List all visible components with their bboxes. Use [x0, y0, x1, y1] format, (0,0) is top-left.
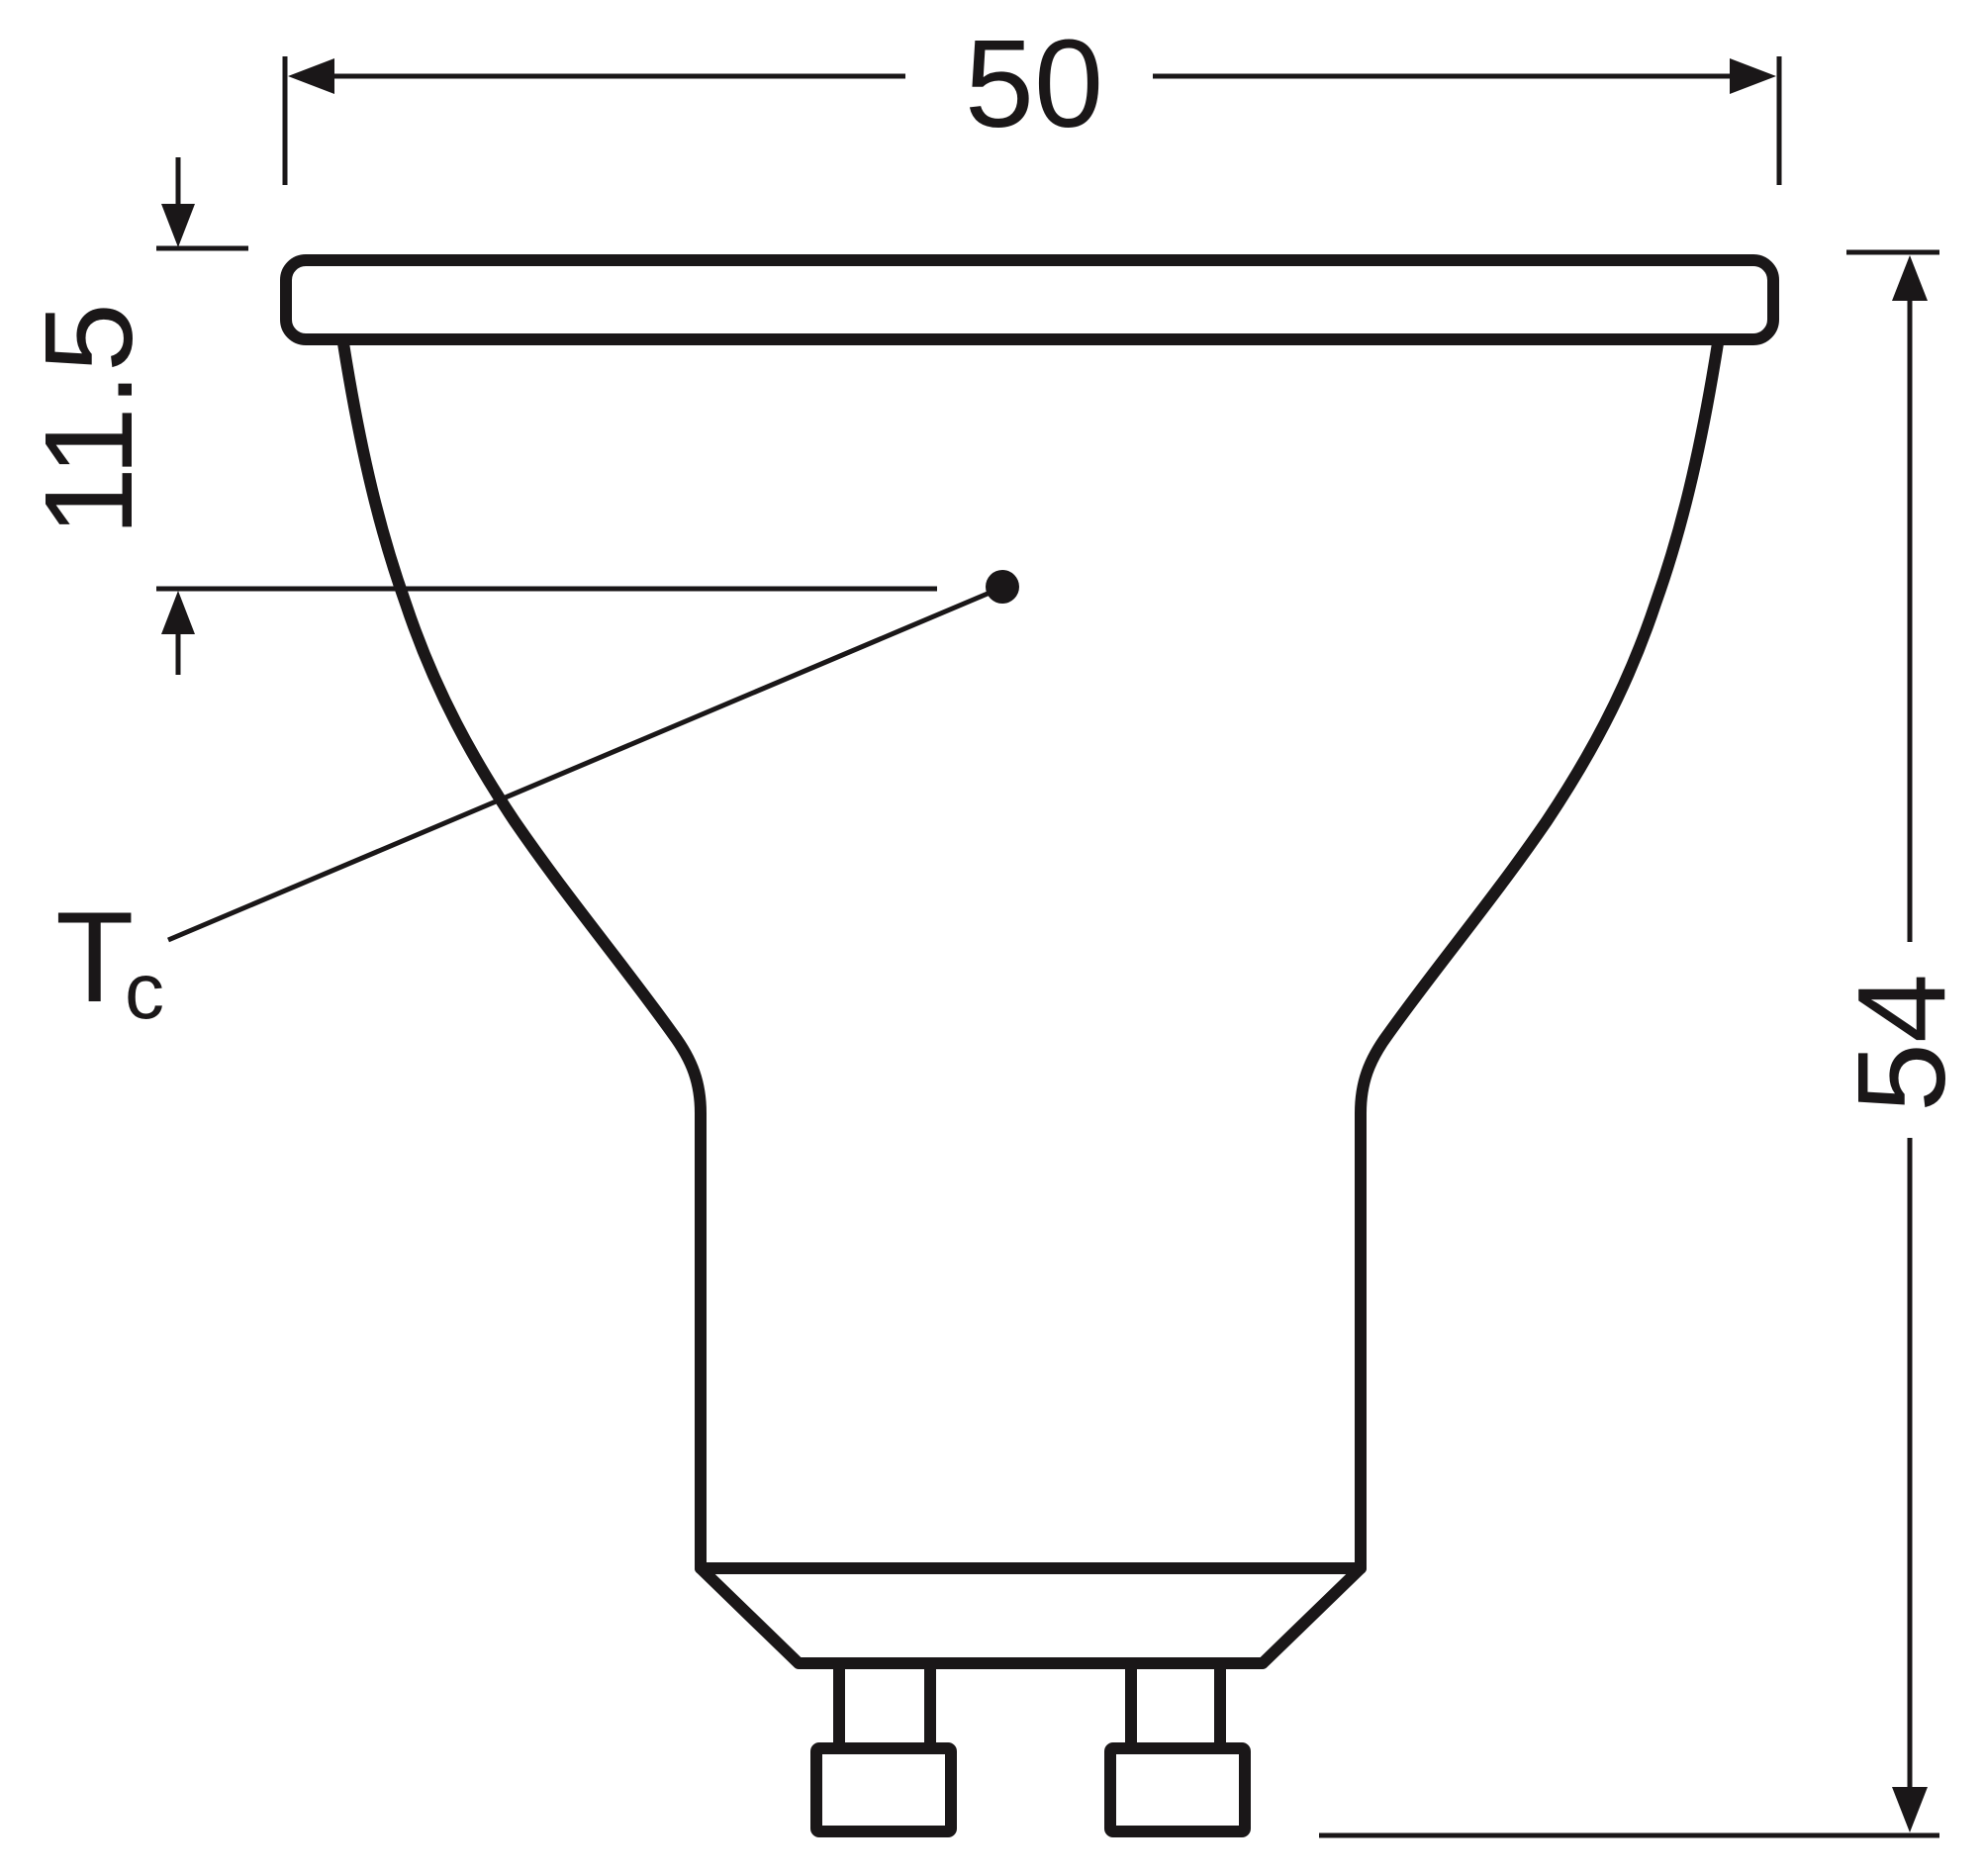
- lamp-base: [695, 1562, 1367, 1669]
- arrowhead-up-icon: [161, 591, 195, 634]
- tc-offset-dimension: 11.5: [19, 157, 937, 675]
- arrowhead-right-icon: [1730, 58, 1776, 94]
- arrowhead-down-icon: [161, 204, 195, 247]
- arrowhead-up-icon: [1892, 255, 1928, 301]
- pin-left: [810, 1657, 957, 1837]
- tc-label-main: T: [55, 885, 134, 1029]
- height-dimension: 54: [1319, 249, 1971, 1838]
- pin-right: [1104, 1657, 1251, 1837]
- arrowhead-down-icon: [1892, 1787, 1928, 1832]
- tc-point-marker-icon: [986, 570, 1019, 604]
- lamp-body: [280, 254, 1779, 1837]
- reflector-right-contour: [1355, 337, 1724, 1574]
- tc-offset-value: 11.5: [19, 303, 158, 536]
- height-value: 54: [1832, 974, 1971, 1112]
- arrowhead-left-icon: [288, 58, 334, 94]
- tc-label-subscript: c: [125, 947, 164, 1035]
- reflector-left-contour: [337, 337, 707, 1574]
- tc-leader-line: [167, 588, 995, 943]
- lamp-front-rim: [280, 254, 1779, 345]
- width-dimension: 50: [282, 14, 1782, 185]
- width-value: 50: [965, 14, 1103, 153]
- tc-measuring-point: T c: [55, 570, 1019, 1035]
- tc-label: T: [55, 885, 134, 1029]
